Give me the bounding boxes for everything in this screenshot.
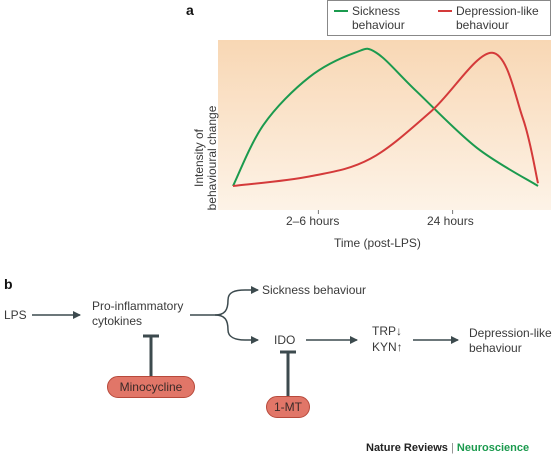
series-line-1 [232,47,539,187]
series-layer [232,47,539,187]
node-ido: IDO [274,333,296,347]
legend-sickness-text: Sickness behaviour [352,4,405,32]
chart-legend: Sickness behaviour Depression-like behav… [327,0,551,36]
series-line-2 [232,51,539,187]
x-tick-label-1: 2–6 hours [286,214,340,228]
legend-sickness-label: Sickness behaviour [352,4,442,32]
plot-area [218,40,551,210]
minocycline-pill: Minocycline [107,376,195,398]
x-axis-label: Time (post-LPS) [334,236,421,250]
node-sickness: Sickness behaviour [262,283,367,297]
node-kyn: KYN↑ [372,340,403,354]
footer-journal: Nature Reviews [366,442,448,454]
node-cytokines: Pro-inflammatory cytokines [92,299,184,328]
y-axis-label: Intensity of behavioural change [192,105,219,211]
legend-depression-swatch [438,10,452,12]
legend-depression-text: Depression-like behaviour [456,4,539,32]
footer-section: Neuroscience [456,442,530,454]
arrow-to-sickness [190,286,259,316]
one-mt-pill: 1-MT [266,396,310,418]
legend-sickness-swatch [334,10,348,12]
x-tick-label-2: 24 hours [427,214,474,228]
one-mt-label: 1-MT [274,400,302,414]
node-lps: LPS [4,308,27,322]
tick-layer [317,210,454,214]
node-depression: Depression-like behaviour [469,326,552,355]
node-trp: TRP↓ [372,324,402,338]
arrow-to-ido [214,314,259,344]
journal-footer: Nature Reviews | Neuroscience [366,442,529,454]
legend-depression-label: Depression-like behaviour [456,4,552,32]
minocycline-label: Minocycline [119,380,183,394]
footer-separator: | [451,442,454,454]
panel-b-label: b [4,276,13,292]
panel-a-label: a [186,2,194,18]
